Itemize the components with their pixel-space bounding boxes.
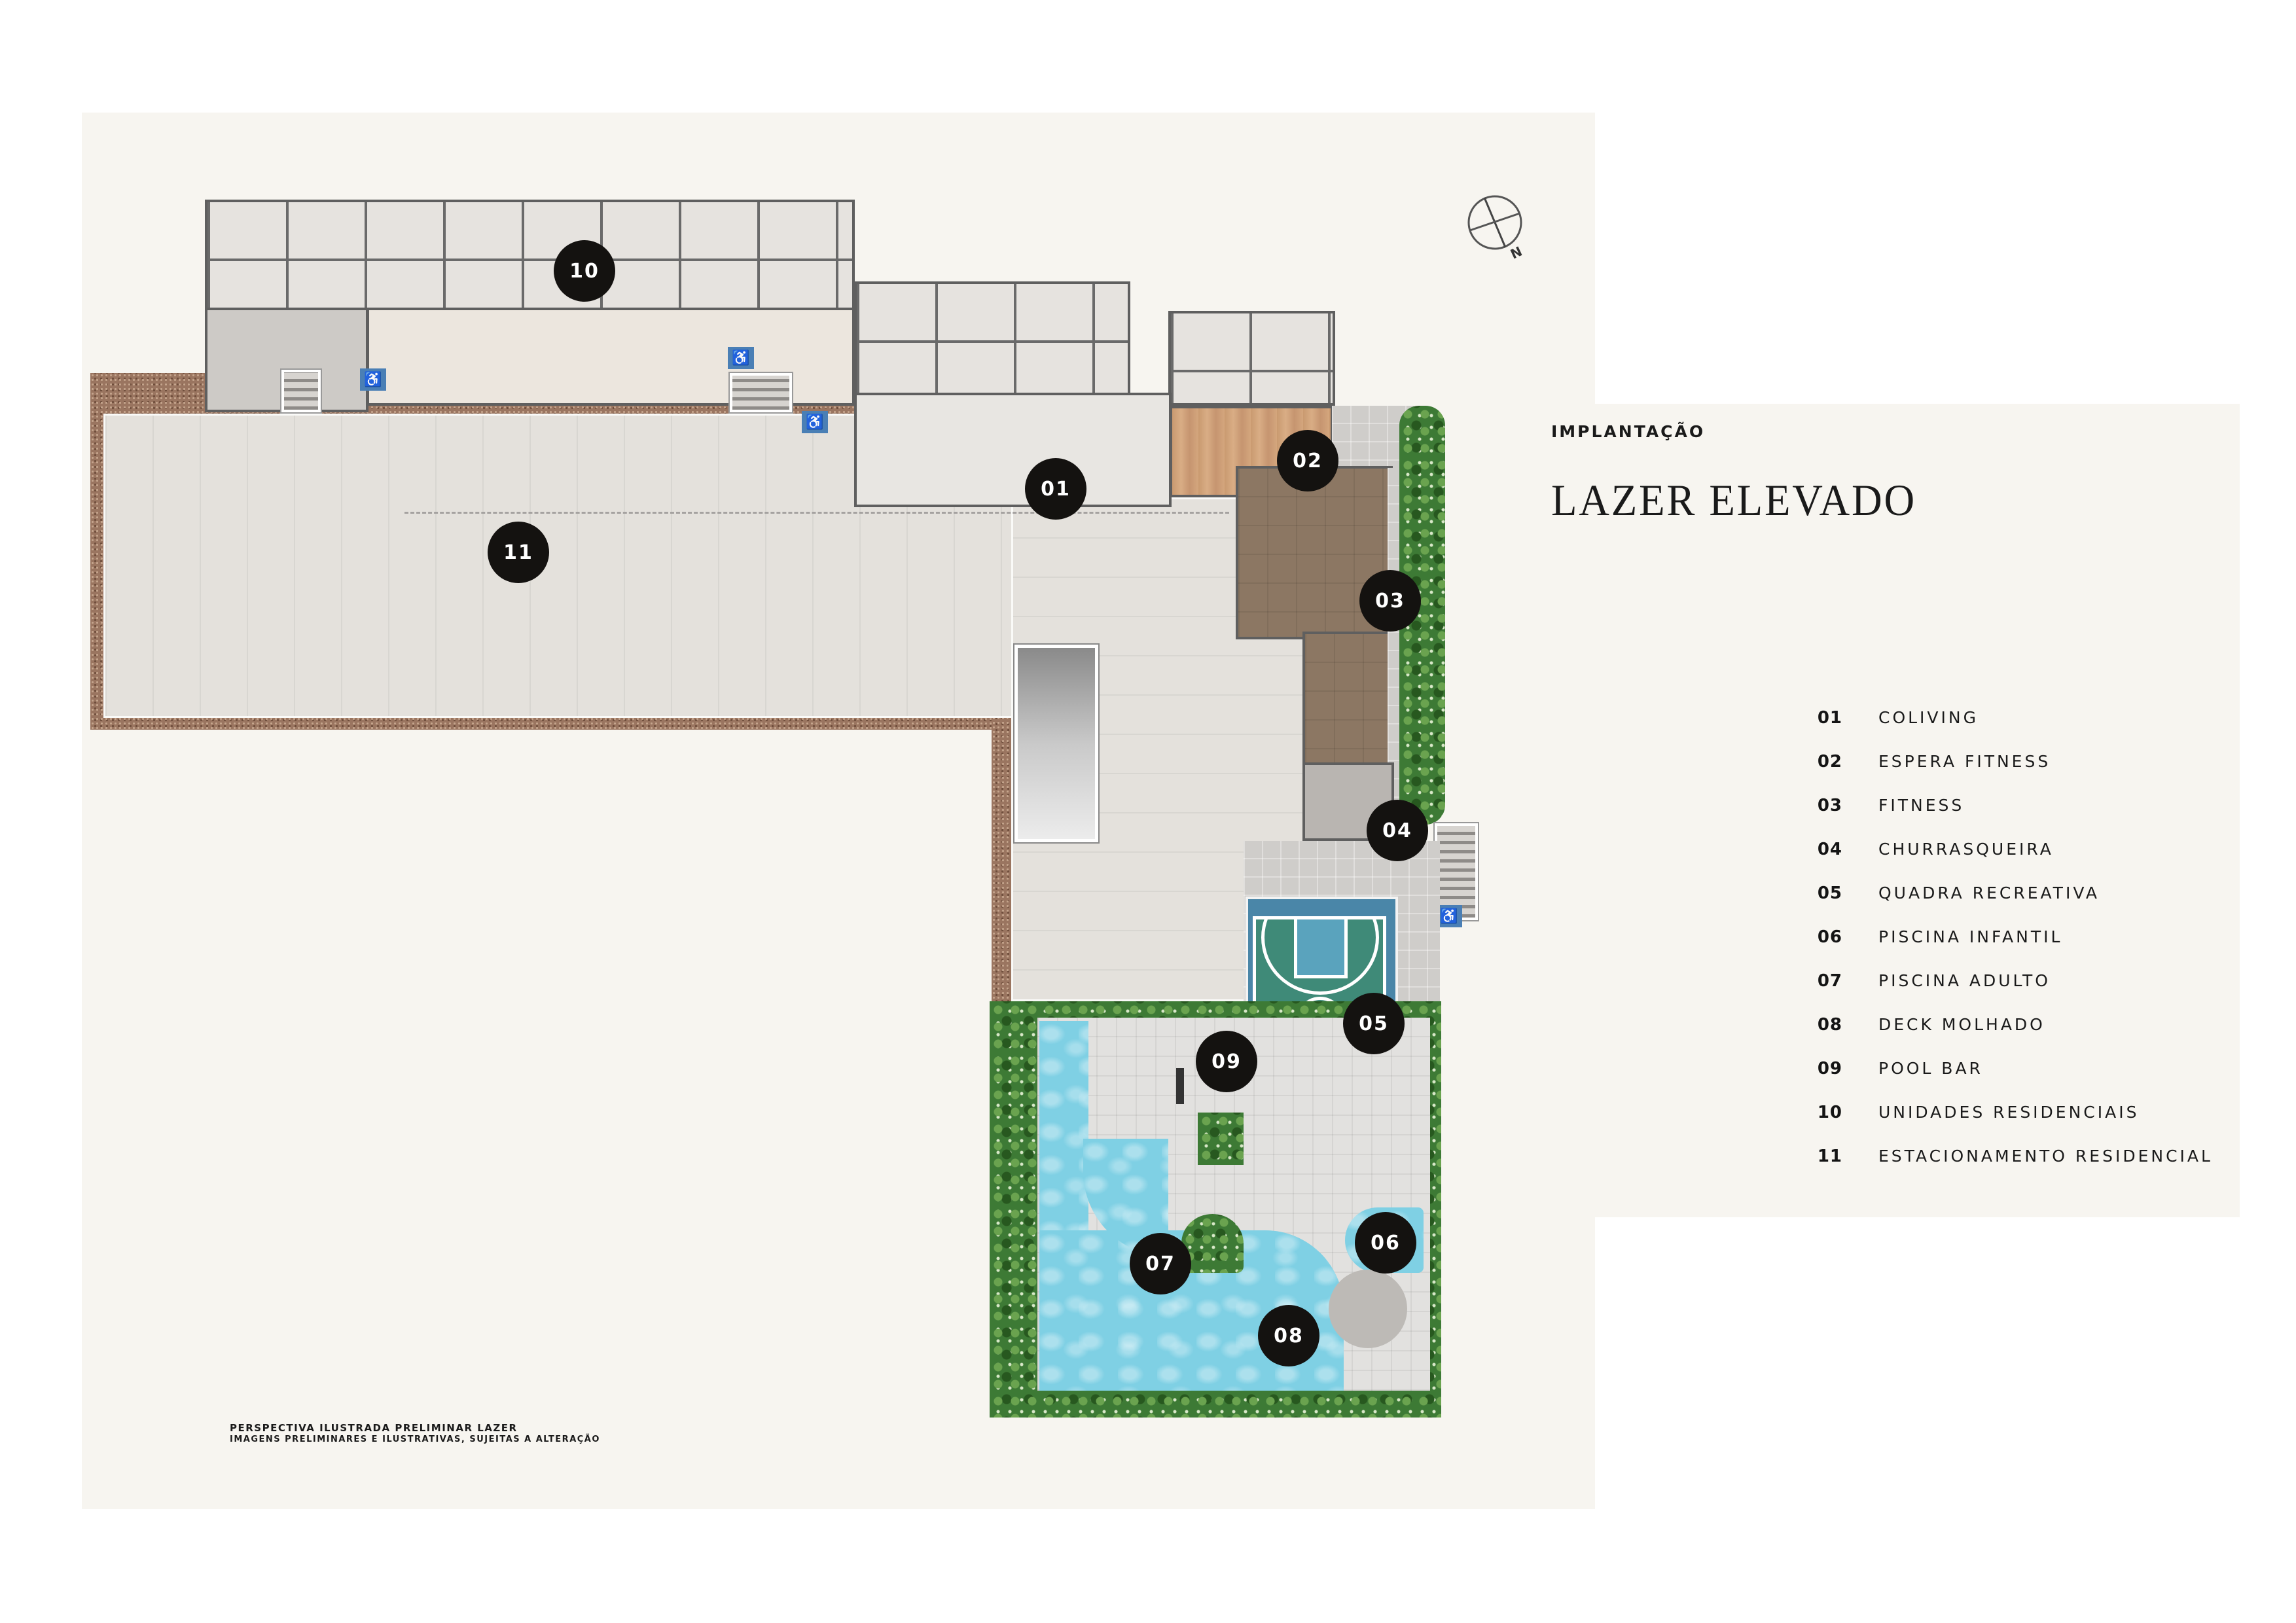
- marker-08[interactable]: 08: [1258, 1305, 1319, 1366]
- stairs-west: [281, 370, 321, 412]
- legend-item: 11 ESTACIONAMENTO RESIDENCIAL: [1806, 1134, 2213, 1178]
- legend-item: 03 FITNESS: [1806, 783, 2213, 827]
- legend-label: POOL BAR: [1878, 1059, 1983, 1078]
- legend-panel: [1595, 404, 2240, 1217]
- page-title: LAZER ELEVADO: [1551, 475, 1916, 525]
- residential-units-east: [854, 281, 1130, 396]
- marker-09[interactable]: 09: [1196, 1031, 1257, 1092]
- legend-list: 01 COLIVING 02 ESPERA FITNESS 03 FITNESS 04…: [1806, 696, 2213, 1178]
- accessibility-icon: ♿: [360, 368, 386, 391]
- legend-item: 07 PISCINA ADULTO: [1806, 959, 2213, 1003]
- svg-text:N: N: [1508, 243, 1524, 262]
- stairs-east: [1435, 823, 1478, 920]
- legend-number: 08: [1817, 1014, 1842, 1035]
- legend-label: COLIVING: [1878, 708, 1979, 727]
- residential-units-far-east: [1168, 311, 1335, 406]
- legend-item: 06 PISCINA INFANTIL: [1806, 915, 2213, 959]
- legend-number: 11: [1817, 1146, 1842, 1166]
- pool-bar-counter: [1176, 1068, 1184, 1104]
- parking-dashed-line: [404, 512, 1229, 514]
- footnote-line-2: IMAGENS PRELIMINARES E ILUSTRATIVAS, SUJ…: [230, 1435, 600, 1444]
- residential-units-west: [205, 200, 855, 311]
- stairs-center: [730, 373, 792, 412]
- marker-05[interactable]: 05: [1343, 993, 1405, 1054]
- marker-01[interactable]: 01: [1025, 458, 1086, 520]
- legend-number: 07: [1817, 971, 1842, 991]
- legend-item: 09 POOL BAR: [1806, 1046, 2213, 1090]
- wet-deck-lounge: [1329, 1270, 1407, 1348]
- legend-label: UNIDADES RESIDENCIAIS: [1878, 1103, 2140, 1122]
- disclaimer-footnote: PERSPECTIVA ILUSTRADA PRELIMINAR LAZER I…: [230, 1422, 600, 1445]
- pool-island-planter: [1181, 1214, 1244, 1273]
- legend-number: 04: [1817, 839, 1842, 859]
- legend-label: QUADRA RECREATIVA: [1878, 883, 2100, 902]
- legend-number: 09: [1817, 1058, 1842, 1079]
- legend-label: PISCINA ADULTO: [1878, 971, 2051, 990]
- marker-03[interactable]: 03: [1359, 570, 1421, 632]
- legend-number: 10: [1817, 1102, 1842, 1122]
- marker-02[interactable]: 02: [1277, 430, 1338, 491]
- marker-06[interactable]: 06: [1355, 1212, 1416, 1274]
- accessibility-icon: ♿: [728, 347, 754, 369]
- legend-item: 05 QUADRA RECREATIVA: [1806, 871, 2213, 915]
- coliving-area: [854, 393, 1172, 507]
- legend-number: 02: [1817, 751, 1842, 772]
- legend-item: 01 COLIVING: [1806, 696, 2213, 740]
- footnote-line-1: PERSPECTIVA ILUSTRADA PRELIMINAR LAZER: [230, 1422, 518, 1434]
- accessibility-icon: ♿: [1436, 905, 1462, 927]
- legend-label: ESPERA FITNESS: [1878, 752, 2051, 771]
- legend-label: DECK MOLHADO: [1878, 1015, 2045, 1034]
- legend-label: PISCINA INFANTIL: [1878, 927, 2063, 946]
- planter-hedge-bar: [1198, 1113, 1244, 1165]
- marker-11[interactable]: 11: [488, 522, 549, 583]
- legend-item: 02 ESPERA FITNESS: [1806, 740, 2213, 783]
- north-arrow-icon: N: [1466, 194, 1526, 262]
- legend-label: CHURRASQUEIRA: [1878, 840, 2054, 859]
- legend-label: ESTACIONAMENTO RESIDENCIAL: [1878, 1147, 2213, 1166]
- accessibility-icon: ♿: [802, 411, 828, 433]
- fitness-area-cardio: [1302, 632, 1393, 766]
- marker-10[interactable]: 10: [554, 240, 615, 302]
- legend-item: 04 CHURRASQUEIRA: [1806, 827, 2213, 871]
- ramp: [1014, 645, 1098, 842]
- legend-number: 06: [1817, 927, 1842, 947]
- legend-number: 03: [1817, 795, 1842, 815]
- legend-item: 08 DECK MOLHADO: [1806, 1003, 2213, 1046]
- legend-number: 05: [1817, 883, 1842, 903]
- legend-item: 10 UNIDADES RESIDENCIAIS: [1806, 1090, 2213, 1134]
- section-eyebrow: IMPLANTAÇÃO: [1551, 422, 1706, 441]
- legend-label: FITNESS: [1878, 796, 1965, 815]
- legend-number: 01: [1817, 707, 1842, 728]
- marker-07[interactable]: 07: [1130, 1233, 1191, 1294]
- marker-04[interactable]: 04: [1367, 800, 1428, 861]
